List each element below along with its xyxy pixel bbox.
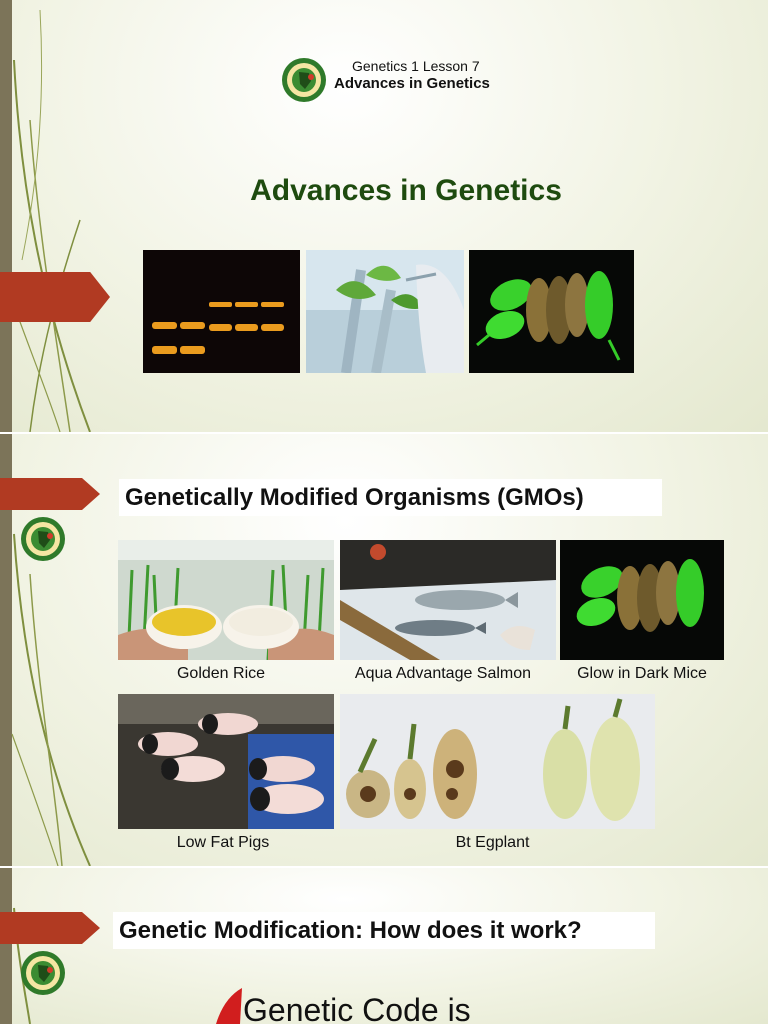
bt-eggplant-caption: Bt Egplant [455,834,530,851]
glow-mice-caption: Glow in Dark Mice [577,665,707,682]
slide-advances-in-genetics: Genetics 1 Lesson 7 Advances in Genetics… [0,0,768,432]
slide-title: Advances in Genetics [250,174,562,207]
low-fat-pigs-caption: Low Fat Pigs [176,834,270,851]
body-text: Genetic Code is [243,992,471,1024]
lesson-label: Genetics 1 Lesson 7 [352,58,480,74]
slide-left-bar [0,434,12,866]
gel-electrophoresis-image [143,250,300,373]
plant-tissue-culture-image [306,250,464,373]
glowing-mice-image [469,250,634,373]
grass-decoration [11,9,91,432]
salmon-image [340,540,556,660]
red-arrow-tab [0,478,100,510]
golden-rice-caption: Golden Rice [176,665,266,682]
red-bullet-icon [216,988,242,1024]
slide-left-bar [0,0,12,432]
slide-heading: Genetically Modified Organisms (GMOs) [119,479,662,516]
glow-mice-image [560,540,724,660]
university-seal-icon [21,951,65,995]
golden-rice-image [118,540,334,660]
bt-eggplant-image [340,694,655,829]
low-fat-pigs-image [118,694,334,829]
heading-text: Genetically Modified Organisms (GMOs) [125,483,584,511]
lesson-title: Advances in Genetics [334,75,490,92]
salmon-caption: Aqua Advantage Salmon [354,665,532,682]
slide-genetic-modification: Genetic Modification: How does it work? … [0,868,768,1024]
red-arrow-tab [0,912,100,944]
grass-decoration [13,907,31,1024]
heading-text: Genetic Modification: How does it work? [119,916,582,944]
red-arrow-tab [0,272,110,322]
university-seal-icon [21,517,65,561]
university-seal-icon [282,58,326,102]
slide-left-bar [0,868,12,1024]
slide-gmos: Genetically Modified Organisms (GMOs) Go… [0,434,768,866]
slide-heading: Genetic Modification: How does it work? [113,912,655,949]
